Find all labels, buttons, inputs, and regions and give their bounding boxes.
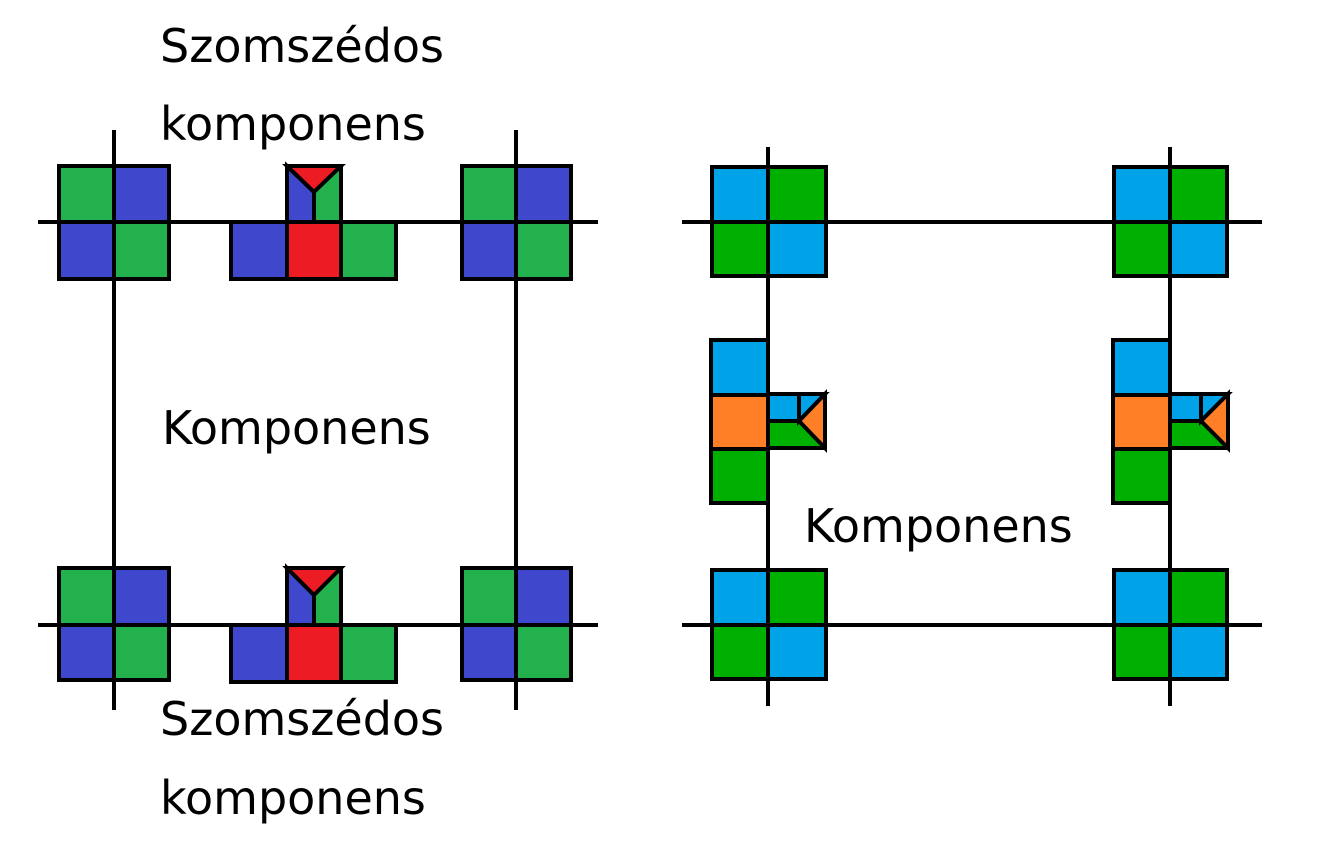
top-neighbor-label-line2: komponens — [160, 97, 426, 151]
top-neighbor-label-line1: Szomszédos — [160, 19, 445, 73]
bottom-neighbor-label-line1: Szomszédos — [160, 692, 445, 746]
right-bottom-left-tile — [710, 568, 828, 681]
left-bottom-junction-tile — [229, 563, 398, 684]
right-diagram — [682, 147, 1262, 706]
left-top-left-tile — [57, 164, 171, 281]
right-top-right-tile — [1112, 165, 1229, 278]
left-top-right-tile — [460, 164, 573, 281]
left-diagram — [38, 130, 598, 710]
left-bottom-left-tile — [57, 566, 171, 682]
left-top-junction-tile — [229, 161, 398, 281]
right-left-junction-tile — [709, 338, 830, 505]
left-bottom-right-tile — [460, 566, 573, 682]
right-component-label: Komponens — [804, 499, 1073, 553]
right-top-left-tile — [710, 165, 828, 278]
right-right-junction-tile — [1111, 338, 1233, 505]
bottom-neighbor-label-line2: komponens — [160, 771, 426, 825]
right-bottom-right-tile — [1112, 568, 1229, 681]
left-component-label: Komponens — [162, 401, 431, 455]
